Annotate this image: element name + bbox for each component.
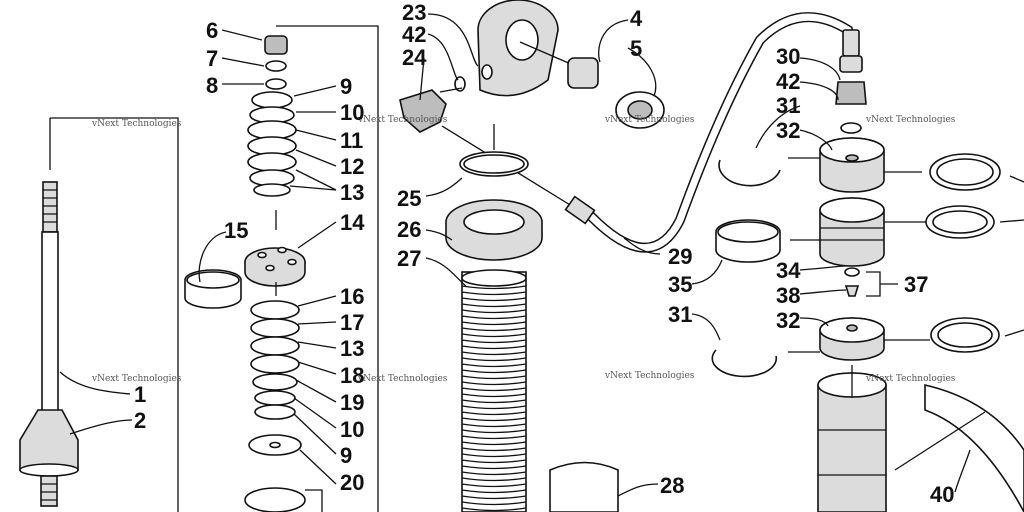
watermark-text: vNext Technologies [865,374,956,384]
callout-38: 38 [776,283,800,308]
callout-26: 26 [397,217,421,242]
callout-16: 16 [340,284,364,309]
callout-4: 4 [630,6,643,31]
callout-8: 8 [206,73,218,98]
callout-25: 25 [397,186,421,211]
reservoir-head [399,0,665,133]
callout-9: 9 [340,443,352,468]
callout-40: 40 [930,482,954,507]
callout-9: 9 [340,74,352,99]
watermarks: vNext Technologies vNext Technologies vN… [91,115,956,384]
watermark-text: vNext Technologies [604,115,695,125]
callout-10: 10 [340,417,364,442]
callout-13: 13 [340,336,364,361]
callout-5: 5 [630,36,642,61]
callout-7: 7 [206,46,218,71]
callout-28: 28 [660,473,684,498]
callout-13: 13 [340,180,364,205]
watermark-text: vNext Technologies [357,115,448,125]
callout-23: 23 [402,0,426,25]
part-25-inner [463,154,525,174]
callout-29: 29 [668,244,692,269]
leader-lines [59,13,971,497]
callout-12: 12 [340,154,364,179]
shaft-assembly [19,117,179,512]
callout-2: 2 [134,408,146,433]
callout-15: 15 [224,218,248,243]
callout-14: 14 [340,210,365,235]
callout-32: 32 [776,118,800,143]
part-27-threaded-body [461,269,527,512]
callout-42: 42 [776,69,800,94]
callout-18: 18 [340,363,364,388]
callout-31: 31 [776,93,800,118]
callout-10: 10 [340,100,364,125]
callout-42: 42 [402,22,426,47]
part-26 [445,199,543,261]
callout-37: 37 [904,272,928,297]
callout-34: 34 [776,258,801,283]
callout-30: 30 [776,44,800,69]
callout-6: 6 [206,18,218,43]
bumper-stack [184,25,379,512]
callout-27: 27 [397,246,421,271]
watermark-text: vNext Technologies [91,119,182,129]
watermark-text: vNext Technologies [865,115,956,125]
callout-labels: 6 7 8 9 10 11 12 13 14 15 16 17 13 18 19… [134,0,954,507]
callout-35: 35 [668,272,692,297]
watermark-text: vNext Technologies [357,374,448,384]
callout-32: 32 [776,308,800,333]
watermark-text: vNext Technologies [91,374,182,384]
hose-29 [580,12,857,253]
part-28 [549,461,619,512]
callout-17: 17 [340,310,364,335]
callout-19: 19 [340,390,364,415]
callout-24: 24 [402,45,427,70]
callout-20: 20 [340,470,364,495]
callout-11: 11 [340,128,363,153]
callout-31: 31 [668,302,692,327]
callout-1: 1 [134,382,146,407]
watermark-text: vNext Technologies [604,371,695,381]
piston-stack [711,55,1024,512]
